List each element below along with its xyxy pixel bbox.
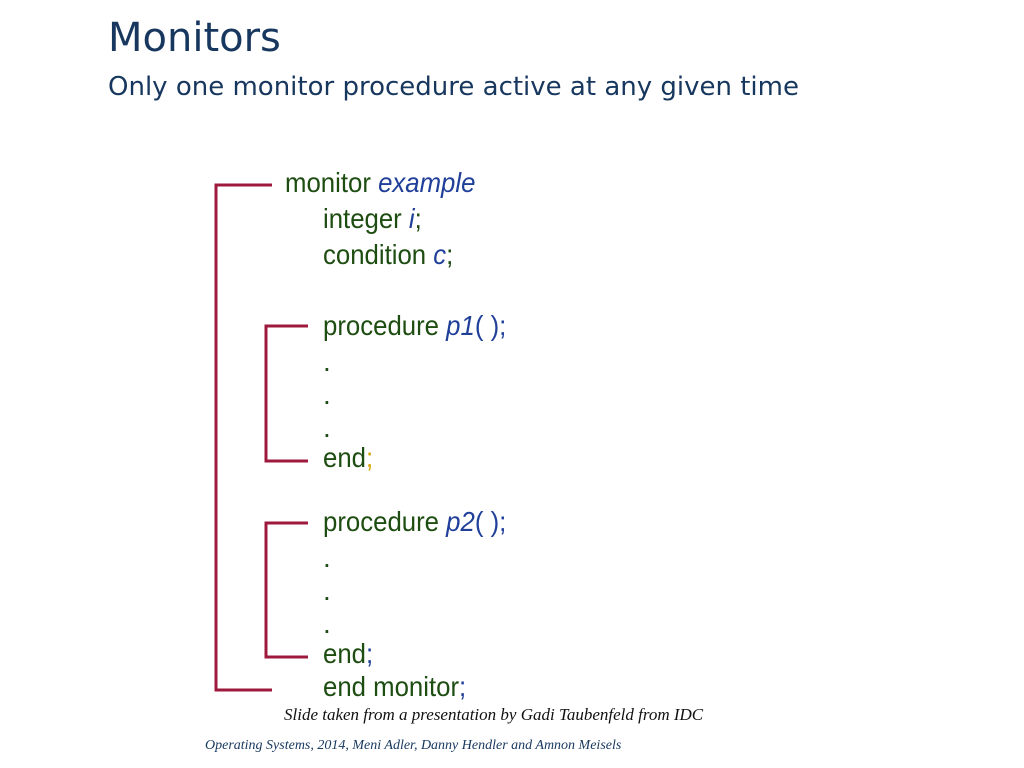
procedure-p1-parens: ( );	[474, 310, 507, 341]
ellipsis-dot: .	[323, 346, 331, 377]
semicolon: ;	[414, 203, 422, 234]
slide-title: Monitors	[108, 15, 281, 61]
end-keyword: end	[323, 442, 366, 473]
procedure-keyword: procedure	[323, 506, 440, 537]
end-monitor-keyword: end monitor	[323, 671, 460, 702]
code-line-end-monitor: end monitor;	[323, 670, 466, 704]
condition-keyword: condition	[323, 239, 427, 270]
semicolon: ;	[446, 239, 454, 270]
ellipsis-dot: .	[323, 575, 331, 606]
ellipsis-dot: .	[323, 412, 331, 443]
code-line-procedure-p1: procedure p1( );	[323, 309, 506, 343]
code-line-condition: condition c;	[323, 238, 453, 272]
monitor-keyword: monitor	[285, 167, 371, 198]
integer-keyword: integer	[323, 203, 402, 234]
ellipsis-dot: .	[323, 542, 331, 573]
slide-subtitle: Only one monitor procedure active at any…	[108, 72, 799, 102]
condition-variable: c	[433, 239, 447, 270]
slide-footer: Operating Systems, 2014, Meni Adler, Dan…	[205, 738, 622, 753]
monitor-name: example	[378, 167, 476, 198]
code-line-end-p1: end;	[323, 441, 373, 475]
code-line-end-p2: end;	[323, 637, 373, 671]
procedure-keyword: procedure	[323, 310, 440, 341]
ellipsis-dot: .	[323, 608, 331, 639]
code-line-integer: integer i;	[323, 202, 422, 236]
procedure-p2-bracket	[264, 521, 308, 659]
procedure-p2-name: p2	[446, 506, 475, 537]
slide-credit: Slide taken from a presentation by Gadi …	[284, 705, 704, 724]
code-line-procedure-p2: procedure p2( );	[323, 505, 506, 539]
code-line-monitor-header: monitor example	[285, 166, 475, 200]
procedure-p1-bracket	[264, 324, 308, 463]
ellipsis-dot: .	[323, 379, 331, 410]
semicolon: ;	[459, 671, 467, 702]
monitor-bracket	[214, 183, 272, 692]
integer-variable: i	[408, 203, 415, 234]
end-keyword: end	[323, 638, 366, 669]
procedure-p1-name: p1	[446, 310, 475, 341]
semicolon: ;	[365, 442, 374, 473]
semicolon: ;	[365, 638, 374, 669]
procedure-p2-parens: ( );	[474, 506, 507, 537]
